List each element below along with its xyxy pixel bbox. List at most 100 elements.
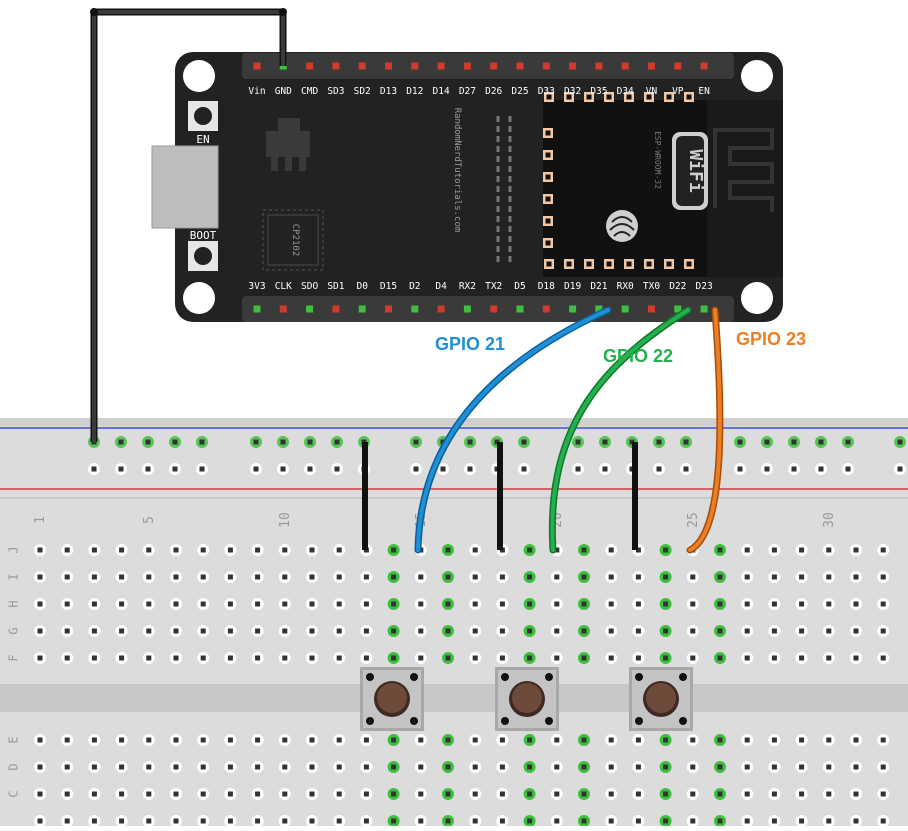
terminal-hole-socket: [880, 547, 886, 553]
terminal-hole-socket: [799, 655, 805, 661]
terminal-hole-socket: [527, 601, 533, 607]
terminal-hole-socket: [37, 764, 43, 770]
terminal-hole-socket: [173, 764, 179, 770]
terminal-hole-socket: [309, 655, 315, 661]
header-pin: [411, 305, 419, 313]
terminal-hole-socket: [663, 574, 669, 580]
terminal-hole-socket: [227, 791, 233, 797]
terminal-hole-socket: [227, 601, 233, 607]
terminal-hole-socket: [418, 818, 424, 824]
pin-label: D2: [409, 281, 420, 292]
terminal-hole-socket: [418, 764, 424, 770]
terminal-hole-socket: [635, 628, 641, 634]
terminal-hole-socket: [581, 574, 587, 580]
rail-hole-socket: [413, 466, 419, 472]
terminal-hole-socket: [418, 574, 424, 580]
terminal-hole-socket: [635, 547, 641, 553]
terminal-hole-socket: [635, 655, 641, 661]
terminal-hole-socket: [445, 764, 451, 770]
terminal-hole-socket: [336, 737, 342, 743]
pin-label: D33: [538, 86, 555, 97]
wifi-logo-inner: [676, 136, 704, 206]
rail-hole-socket: [334, 466, 340, 472]
terminal-hole-socket: [771, 655, 777, 661]
terminal-hole-socket: [119, 574, 125, 580]
terminal-hole-socket: [853, 547, 859, 553]
terminal-hole-socket: [37, 574, 43, 580]
header-pin: [437, 62, 445, 70]
terminal-hole-socket: [200, 655, 206, 661]
rail-hole-socket: [791, 439, 797, 445]
header-pin: [621, 62, 629, 70]
module-pad-hole: [545, 196, 551, 202]
module-pad-hole: [686, 94, 692, 100]
terminal-hole-socket: [799, 574, 805, 580]
rail-separator: [0, 497, 908, 499]
terminal-hole-socket: [37, 601, 43, 607]
pin-label: EN: [698, 86, 710, 97]
pin-label: RX2: [459, 281, 476, 292]
terminal-hole-socket: [853, 791, 859, 797]
header-pin: [542, 62, 550, 70]
terminal-hole-socket: [309, 737, 315, 743]
rail-hole-socket: [521, 466, 527, 472]
terminal-hole-socket: [173, 818, 179, 824]
terminal-hole-socket: [663, 628, 669, 634]
terminal-hole-socket: [418, 737, 424, 743]
pin-label: GND: [275, 86, 292, 97]
pin-label: D34: [617, 86, 634, 97]
terminal-hole-socket: [690, 737, 696, 743]
terminal-hole-socket: [418, 628, 424, 634]
rail-hole-socket: [440, 466, 446, 472]
pushbutton-corner: [545, 717, 553, 725]
terminal-hole-socket: [608, 601, 614, 607]
terminal-hole-socket: [173, 791, 179, 797]
terminal-hole-socket: [200, 818, 206, 824]
pin-label: D25: [511, 86, 528, 97]
pushbutton-corner: [501, 673, 509, 681]
terminal-hole-socket: [309, 547, 315, 553]
terminal-hole-socket: [255, 818, 261, 824]
terminal-hole-socket: [146, 547, 152, 553]
terminal-hole-socket: [608, 574, 614, 580]
terminal-hole-socket: [472, 655, 478, 661]
terminal-hole-socket: [472, 791, 478, 797]
terminal-hole-socket: [717, 791, 723, 797]
pin-label: D0: [356, 281, 368, 292]
pin-label: SD1: [327, 281, 344, 292]
terminal-hole-socket: [771, 547, 777, 553]
rail-hole-socket: [737, 439, 743, 445]
terminal-hole-socket: [771, 628, 777, 634]
pushbutton: [495, 667, 559, 731]
terminal-hole-socket: [744, 547, 750, 553]
rail-hole-socket: [683, 439, 689, 445]
terminal-hole-socket: [336, 628, 342, 634]
header-pin: [700, 62, 708, 70]
terminal-hole-socket: [445, 737, 451, 743]
terminal-hole-socket: [282, 601, 288, 607]
terminal-hole-socket: [527, 655, 533, 661]
terminal-hole-socket: [663, 655, 669, 661]
terminal-hole-socket: [227, 655, 233, 661]
breadboard-edge: [0, 418, 908, 426]
header-pin: [674, 305, 682, 313]
rail-hole-socket: [467, 466, 473, 472]
terminal-hole-socket: [173, 601, 179, 607]
terminal-hole-socket: [363, 601, 369, 607]
terminal-hole-socket: [717, 764, 723, 770]
terminal-hole-socket: [527, 818, 533, 824]
module-pad-hole: [606, 94, 612, 100]
rail-hole-socket: [253, 466, 259, 472]
terminal-hole-socket: [799, 547, 805, 553]
rail-hole-socket: [280, 439, 286, 445]
terminal-hole-socket: [255, 601, 261, 607]
terminal-hole-socket: [173, 655, 179, 661]
terminal-hole-socket: [472, 601, 478, 607]
terminal-hole-socket: [499, 655, 505, 661]
terminal-hole-socket: [119, 737, 125, 743]
pin-label: TX2: [485, 281, 502, 292]
terminal-hole-socket: [853, 574, 859, 580]
column-number: 30: [822, 512, 837, 528]
pin-label: D19: [564, 281, 581, 292]
rail-hole-socket: [413, 439, 419, 445]
